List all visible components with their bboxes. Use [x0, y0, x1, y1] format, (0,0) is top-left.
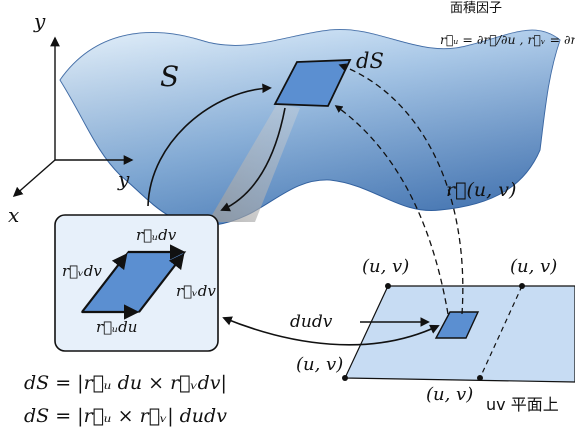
coordinate-axes	[12, 36, 134, 197]
vec-bottom-label: r⃗ᵤdu	[96, 318, 137, 336]
plane-point-top-right: (u, v)	[510, 256, 557, 277]
surface-element-label: dS	[356, 49, 384, 73]
surface-patch-ds	[273, 59, 352, 107]
top-note: 面積因子	[450, 1, 502, 16]
mapping-arrows	[147, 83, 440, 346]
vec-right-label: r⃗ᵥdv	[176, 282, 216, 300]
plane-points	[342, 283, 525, 381]
plane-point-top-left: (u, v)	[362, 256, 409, 277]
plane-name: uv 平面上	[486, 395, 559, 414]
plane-point-bottom: (u, v)	[426, 384, 473, 405]
projection-beam	[208, 104, 300, 222]
zoom-vectors	[81, 244, 186, 320]
vec-top-label: r⃗ᵤdv	[136, 226, 177, 244]
mapping-label: r⃗(u, v)	[446, 179, 516, 201]
axis-x-label: x	[8, 203, 19, 227]
partials-note: r⃗ᵤ = ∂r⃗/∂u , r⃗ᵥ = ∂r⃗/∂v	[440, 32, 575, 47]
plane-point-left: (u, v)	[296, 354, 343, 375]
plane-patch-dudv	[434, 311, 480, 339]
vec-left-label: r⃗ᵥdv	[62, 262, 102, 280]
axis-y-horizontal-label: y	[117, 167, 130, 191]
axis-y-vertical-label: y	[33, 9, 46, 33]
formula-1: dS = |r⃗ᵤ du × r⃗ᵥdv|	[24, 372, 227, 394]
dashed-mapping-arrows	[334, 63, 464, 315]
plane-dashed-line	[479, 285, 523, 379]
dudv-label: dudv	[290, 312, 333, 332]
formula-2: dS = |r⃗ᵤ × r⃗ᵥ| dudv	[24, 405, 227, 427]
surface-s	[59, 29, 561, 227]
surface-label: S	[160, 60, 179, 93]
